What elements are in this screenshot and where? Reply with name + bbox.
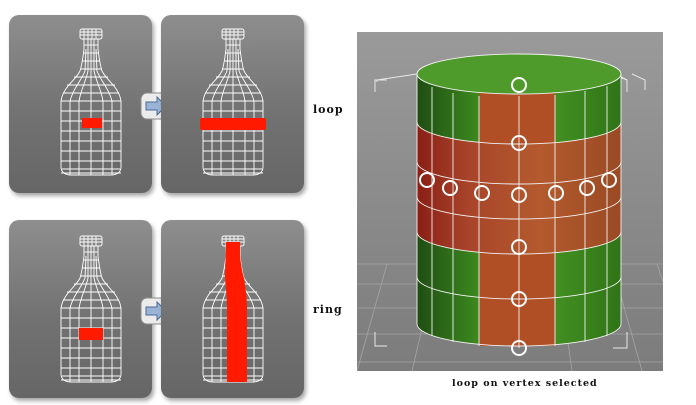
- selected-face: [79, 328, 103, 340]
- bottle-panel-ring-after: [161, 220, 304, 398]
- cylinder: [416, 53, 622, 348]
- circle-marker-icon: [419, 172, 435, 188]
- caption-label: loop on vertex selected: [452, 378, 598, 389]
- vertex-markers: [419, 77, 617, 356]
- bottle-wireframe: [202, 235, 264, 383]
- circle-marker-icon: [548, 185, 564, 201]
- bottle-wireframe: [60, 28, 122, 176]
- circle-marker-icon: [442, 180, 458, 196]
- bottle-wireframe: [200, 28, 266, 176]
- selected-loop: [200, 118, 266, 130]
- circle-marker-icon: [511, 135, 527, 151]
- cylinder-scene: [357, 32, 663, 371]
- circle-marker-icon: [511, 187, 527, 203]
- circle-marker-icon: [511, 340, 527, 356]
- circle-marker-icon: [579, 180, 595, 196]
- circle-marker-icon: [601, 172, 617, 188]
- selected-face: [82, 118, 102, 128]
- bottle-panel-ring-before: [9, 220, 152, 398]
- loop-label: loop: [313, 103, 344, 116]
- circle-marker-icon: [511, 239, 527, 255]
- circle-marker-icon: [511, 291, 527, 307]
- bottle-panel-loop-before: [9, 15, 152, 193]
- circle-marker-icon: [474, 185, 490, 201]
- selected-ring: [225, 242, 247, 382]
- bottle-wireframe: [60, 235, 122, 383]
- ring-label: ring: [313, 303, 343, 316]
- circle-marker-icon: [511, 77, 527, 93]
- viewport-3d: [357, 32, 663, 371]
- bottle-panel-loop-after: [161, 15, 304, 193]
